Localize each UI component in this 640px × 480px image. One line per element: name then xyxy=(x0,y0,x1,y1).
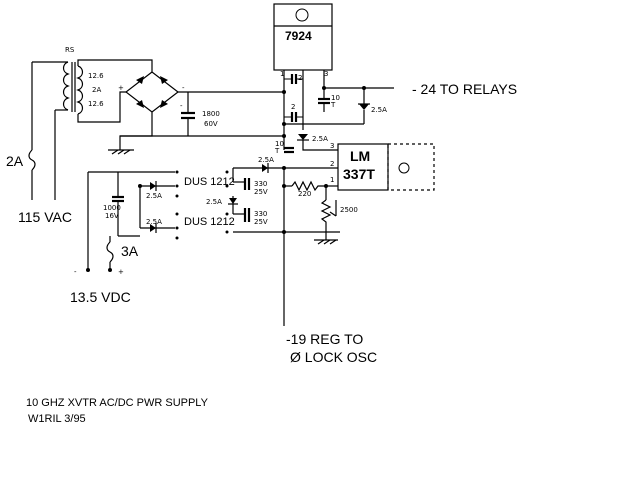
svg-text:2500: 2500 xyxy=(340,206,358,214)
svg-text:16V: 16V xyxy=(105,212,119,220)
lm337-label-line2: 337T xyxy=(343,166,375,182)
svg-text:-: - xyxy=(180,102,183,110)
filter-cap-1800: - 1800 60V xyxy=(180,92,220,136)
fuse-dc-label: 3A xyxy=(121,243,139,259)
ac-input-label: 115 VAC xyxy=(18,209,72,225)
svg-text:2: 2 xyxy=(330,160,334,168)
reg-output-line1: -19 REG TO xyxy=(286,331,363,347)
svg-text:2.5A: 2.5A xyxy=(312,135,328,143)
svg-text:DUS 1212: DUS 1212 xyxy=(184,216,235,228)
regulator-lm337: LM 337T 3 1 2 xyxy=(330,142,435,191)
svg-text:2: 2 xyxy=(298,74,302,82)
fuse-ac-symbol xyxy=(28,149,36,171)
diode-dcdc-2: 2.5A xyxy=(140,218,175,233)
cap-330-2: 330 25V xyxy=(243,208,268,226)
cap-330-1: 330 25V xyxy=(243,178,268,196)
svg-text:2.5A: 2.5A xyxy=(146,192,162,200)
pot-2500 xyxy=(320,199,332,232)
svg-text:10: 10 xyxy=(331,94,340,102)
cap-10-mid: 10 T xyxy=(274,140,294,155)
lm337-label-line1: LM xyxy=(350,148,370,164)
svg-text:3: 3 xyxy=(330,142,334,150)
svg-text:1800: 1800 xyxy=(202,110,220,118)
bridge-rectifier: + - xyxy=(118,71,284,150)
svg-text:25V: 25V xyxy=(254,188,268,196)
diode-bridge-337: 2.5A xyxy=(297,134,328,143)
transformer-secondary xyxy=(76,65,84,115)
svg-text:1: 1 xyxy=(280,70,284,78)
resistor-220 xyxy=(291,180,326,192)
fuse-dc-symbol xyxy=(106,241,114,263)
svg-text:2.5A: 2.5A xyxy=(146,218,162,226)
transformer-label: RS xyxy=(65,46,75,54)
svg-text:12.6: 12.6 xyxy=(88,100,104,108)
diode-relay-protect: 2.5A xyxy=(358,88,387,124)
title-line2: W1RIL 3/95 xyxy=(28,413,86,425)
svg-text:T: T xyxy=(274,147,280,155)
svg-text:60V: 60V xyxy=(204,120,218,128)
title-line1: 10 GHZ XVTR AC/DC PWR SUPPLY xyxy=(26,397,209,409)
svg-text:1: 1 xyxy=(330,176,334,184)
svg-text:12.6: 12.6 xyxy=(88,72,104,80)
reg-output-line2: Ø LOCK OSC xyxy=(290,349,377,365)
svg-text:220: 220 xyxy=(298,190,311,198)
svg-text:330: 330 xyxy=(254,210,267,218)
svg-text:10: 10 xyxy=(275,140,284,148)
svg-text:2.5A: 2.5A xyxy=(371,106,387,114)
diode-series-dcdc: 2.5A xyxy=(206,198,238,206)
regulator-7924-label: 7924 xyxy=(285,29,312,43)
regulator-7924: 7924 1 2 3 xyxy=(273,3,333,130)
cap-1000: 1000 16V xyxy=(103,172,124,236)
fuse-ac-label: 2A xyxy=(6,153,24,169)
svg-text:3: 3 xyxy=(324,70,328,78)
svg-text:2.5A: 2.5A xyxy=(258,156,274,164)
relay-output: - 24 TO RELAYS xyxy=(322,81,517,97)
svg-text:2.5A: 2.5A xyxy=(206,198,222,206)
ac-input-section: 2A 115 VAC RS 12.6 2A 12.6 xyxy=(6,46,153,225)
transformer-primary xyxy=(62,61,70,111)
svg-text:2A: 2A xyxy=(92,86,101,94)
diode-dcdc-1: 2.5A xyxy=(140,181,175,200)
dc-dc-converter-1: DUS 1212 xyxy=(175,170,235,198)
svg-text:+: + xyxy=(118,268,124,276)
svg-text:DUS 1212: DUS 1212 xyxy=(184,176,235,188)
svg-text:-: - xyxy=(74,268,77,276)
cap-10-top: 10 T xyxy=(318,88,340,112)
svg-text:2: 2 xyxy=(291,103,295,111)
svg-text:+: + xyxy=(118,84,124,92)
dc-input-label: 13.5 VDC xyxy=(70,289,131,305)
ground-symbol-bridge xyxy=(108,149,134,155)
dc-dc-converter-2: DUS 1212 xyxy=(175,212,235,240)
relay-output-label: - 24 TO RELAYS xyxy=(412,81,517,97)
svg-text:25V: 25V xyxy=(254,218,268,226)
svg-text:330: 330 xyxy=(254,180,267,188)
svg-text:1000: 1000 xyxy=(103,204,121,212)
svg-text:T: T xyxy=(330,101,336,109)
diode-input-337: 2.5A xyxy=(258,156,274,173)
svg-text:-: - xyxy=(182,84,185,92)
